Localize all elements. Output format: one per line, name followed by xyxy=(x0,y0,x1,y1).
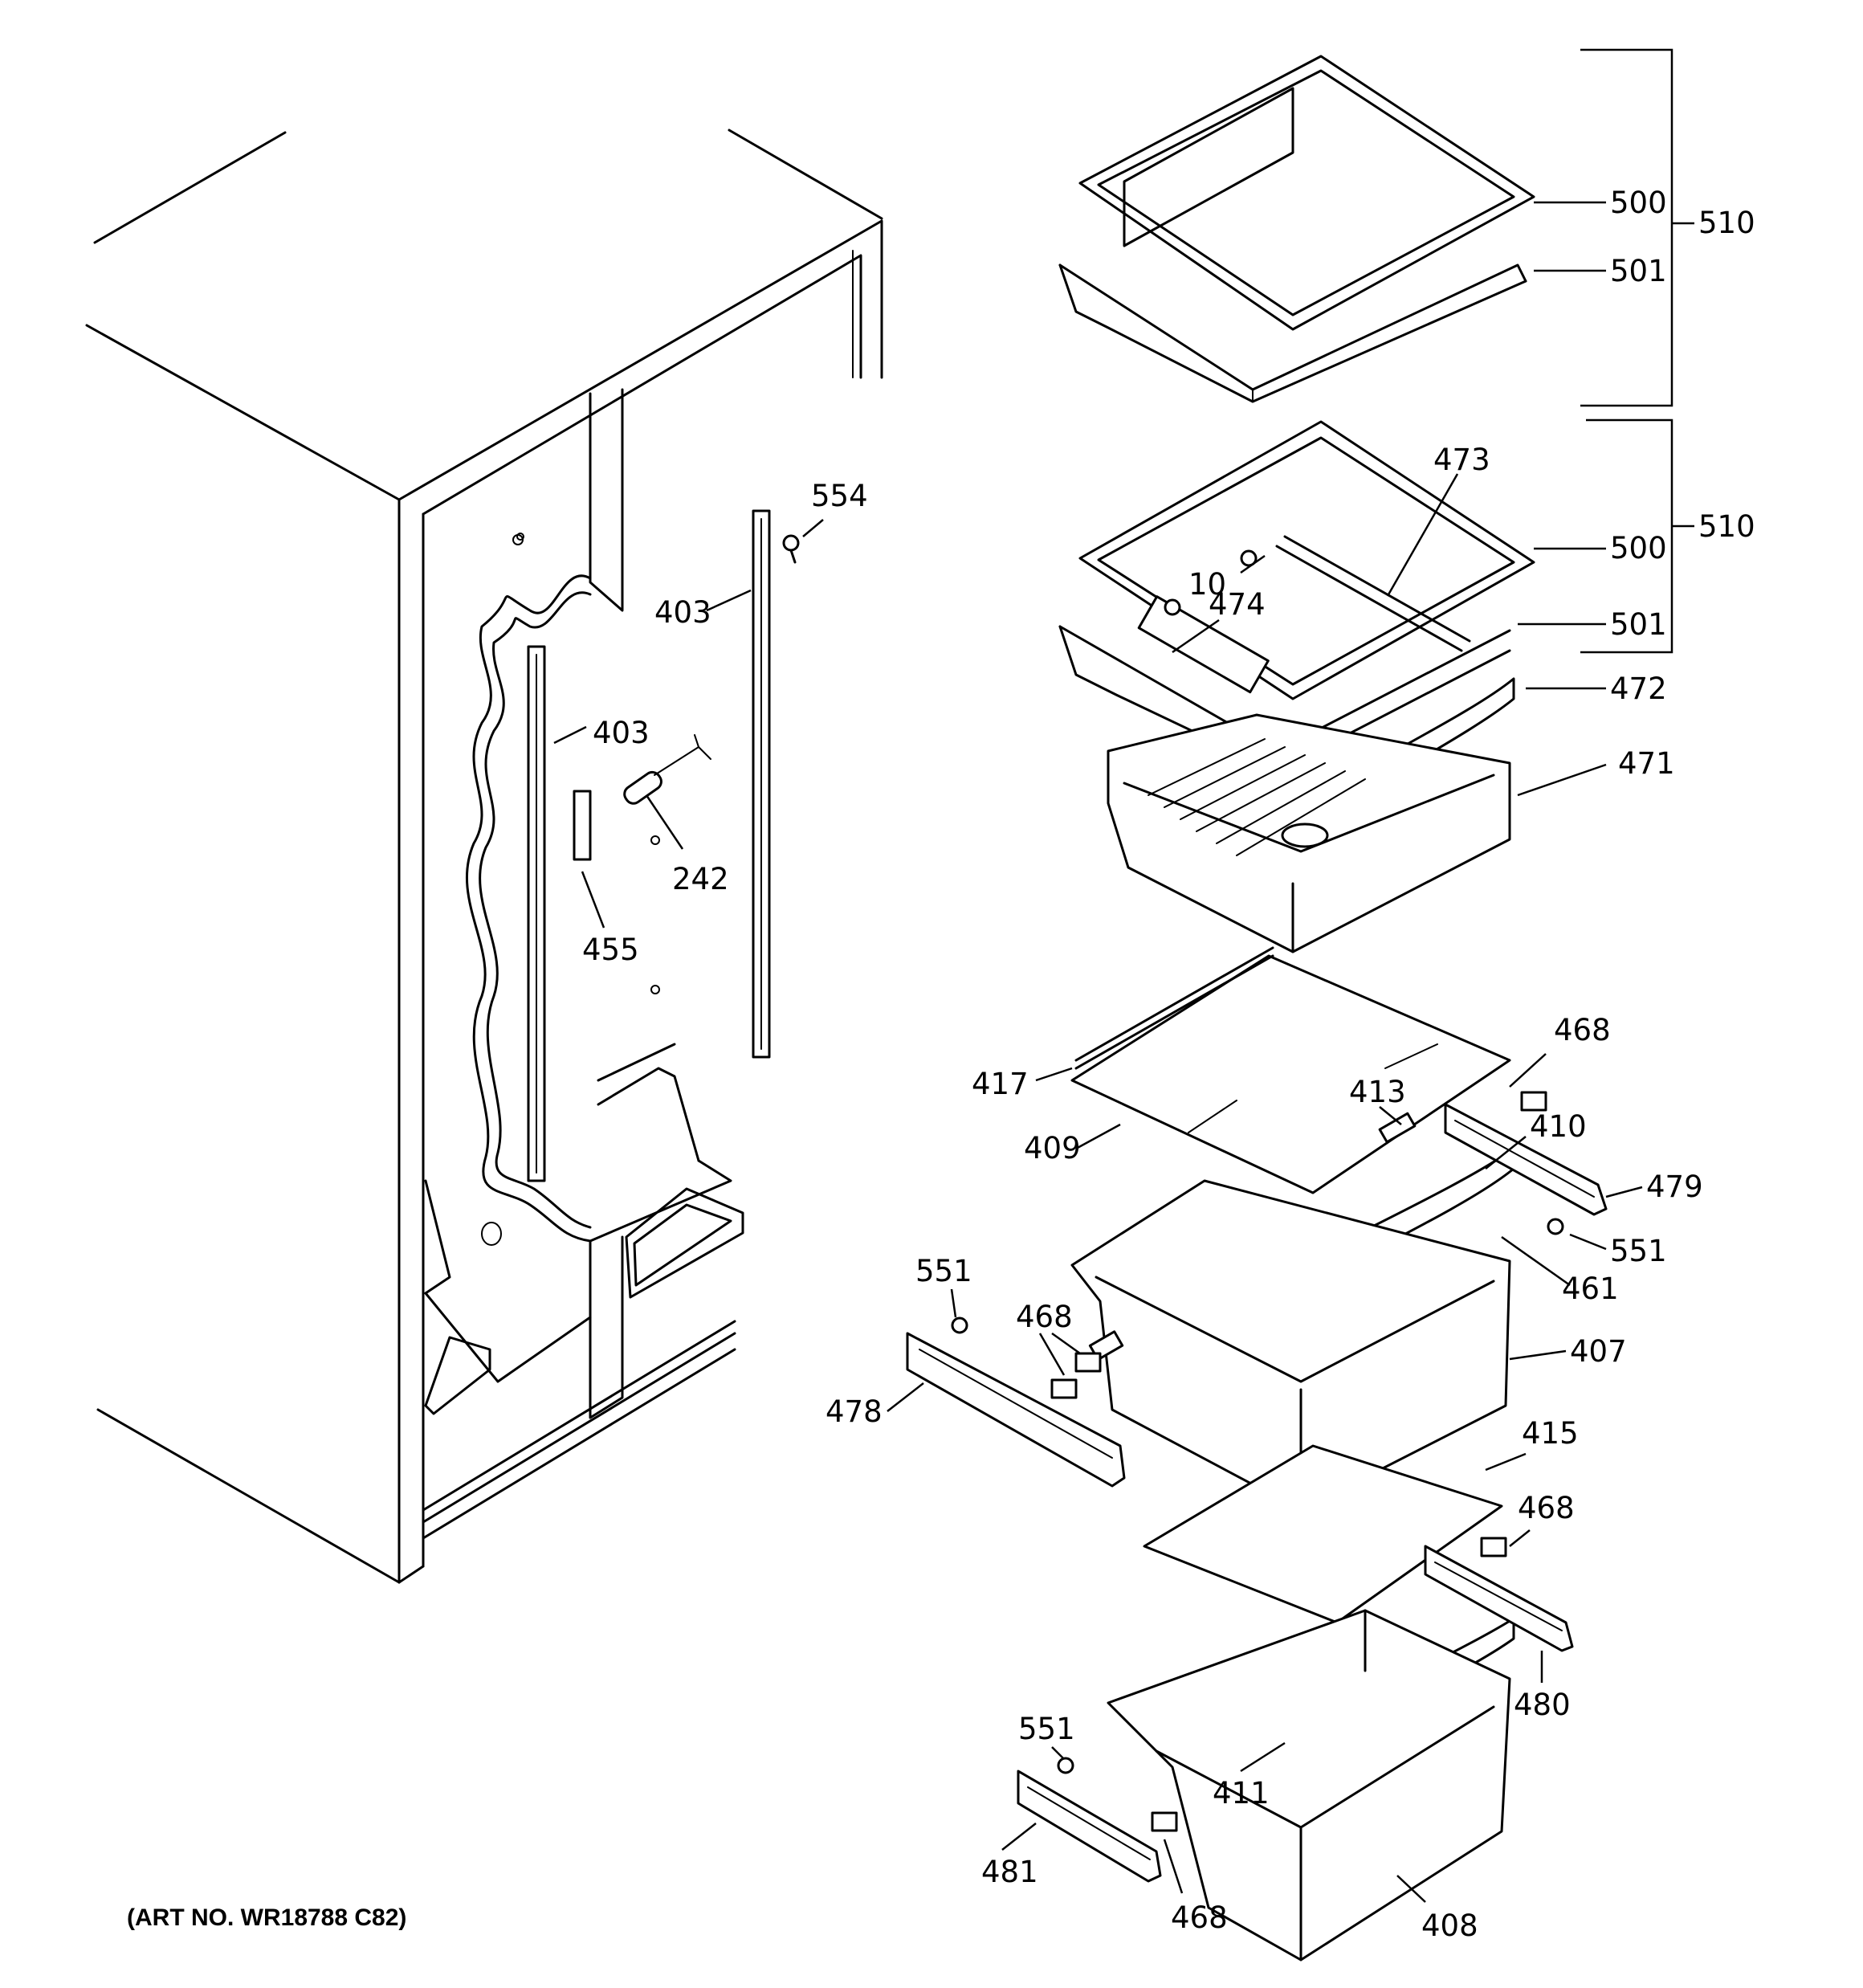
lower-shelf-cover xyxy=(1143,1444,1503,1624)
callout-510: 510 xyxy=(1698,509,1755,544)
callout-468: 468 xyxy=(1518,1491,1575,1525)
callout-407: 407 xyxy=(1570,1334,1627,1369)
lower-drawer xyxy=(1107,1609,1515,1961)
shelf-assembly-middle xyxy=(1058,420,1535,773)
callout-leaders xyxy=(553,201,1643,1903)
callout-500: 500 xyxy=(1610,186,1667,220)
callout-468: 468 xyxy=(1171,1900,1228,1935)
refrigerator-cabinet xyxy=(85,129,883,1584)
drawer-slides-upper xyxy=(906,1091,1608,1488)
callout-461: 461 xyxy=(1562,1272,1619,1306)
callout-415: 415 xyxy=(1522,1416,1579,1451)
callout-501: 501 xyxy=(1610,607,1667,642)
callout-551: 551 xyxy=(1610,1234,1667,1268)
callout-473: 473 xyxy=(1433,443,1490,477)
shelf-assembly-upper xyxy=(1058,55,1535,403)
callout-479: 479 xyxy=(1646,1170,1703,1204)
callout-410: 410 xyxy=(1530,1109,1587,1144)
callout-472: 472 xyxy=(1610,672,1667,706)
callout-478: 478 xyxy=(826,1394,883,1429)
callout-500: 500 xyxy=(1610,531,1667,565)
callout-242: 242 xyxy=(672,862,729,896)
callout-408: 408 xyxy=(1421,1908,1478,1943)
callout-551: 551 xyxy=(1018,1712,1075,1746)
callout-474: 474 xyxy=(1209,587,1266,622)
callout-468: 468 xyxy=(1554,1013,1611,1047)
callout-labels: 500 501 510 473 500 510 10 474 501 472 4… xyxy=(582,186,1755,1943)
crisper-drawer-upper xyxy=(1107,677,1515,953)
callout-471: 471 xyxy=(1618,746,1675,781)
callout-403: 403 xyxy=(654,595,711,630)
callout-417: 417 xyxy=(972,1067,1029,1101)
assembly-brackets xyxy=(1580,48,1694,654)
callout-10: 10 xyxy=(1188,567,1226,602)
drawer-slides-lower xyxy=(1017,1537,1574,1883)
callout-551: 551 xyxy=(915,1254,972,1288)
callout-413: 413 xyxy=(1349,1075,1406,1109)
callout-480: 480 xyxy=(1514,1688,1571,1722)
callout-403: 403 xyxy=(593,716,650,750)
callout-468: 468 xyxy=(1016,1300,1073,1334)
callout-501: 501 xyxy=(1610,254,1667,288)
callout-510: 510 xyxy=(1698,206,1755,240)
callout-411: 411 xyxy=(1213,1776,1270,1810)
callout-481: 481 xyxy=(981,1855,1038,1889)
glass-shelf xyxy=(1070,946,1511,1194)
callout-455: 455 xyxy=(582,933,639,967)
meat-drawer xyxy=(1070,1147,1515,1512)
callout-554: 554 xyxy=(811,479,868,513)
callout-409: 409 xyxy=(1024,1131,1081,1165)
art-number: (ART NO. WR18788 C82) xyxy=(127,1904,406,1931)
